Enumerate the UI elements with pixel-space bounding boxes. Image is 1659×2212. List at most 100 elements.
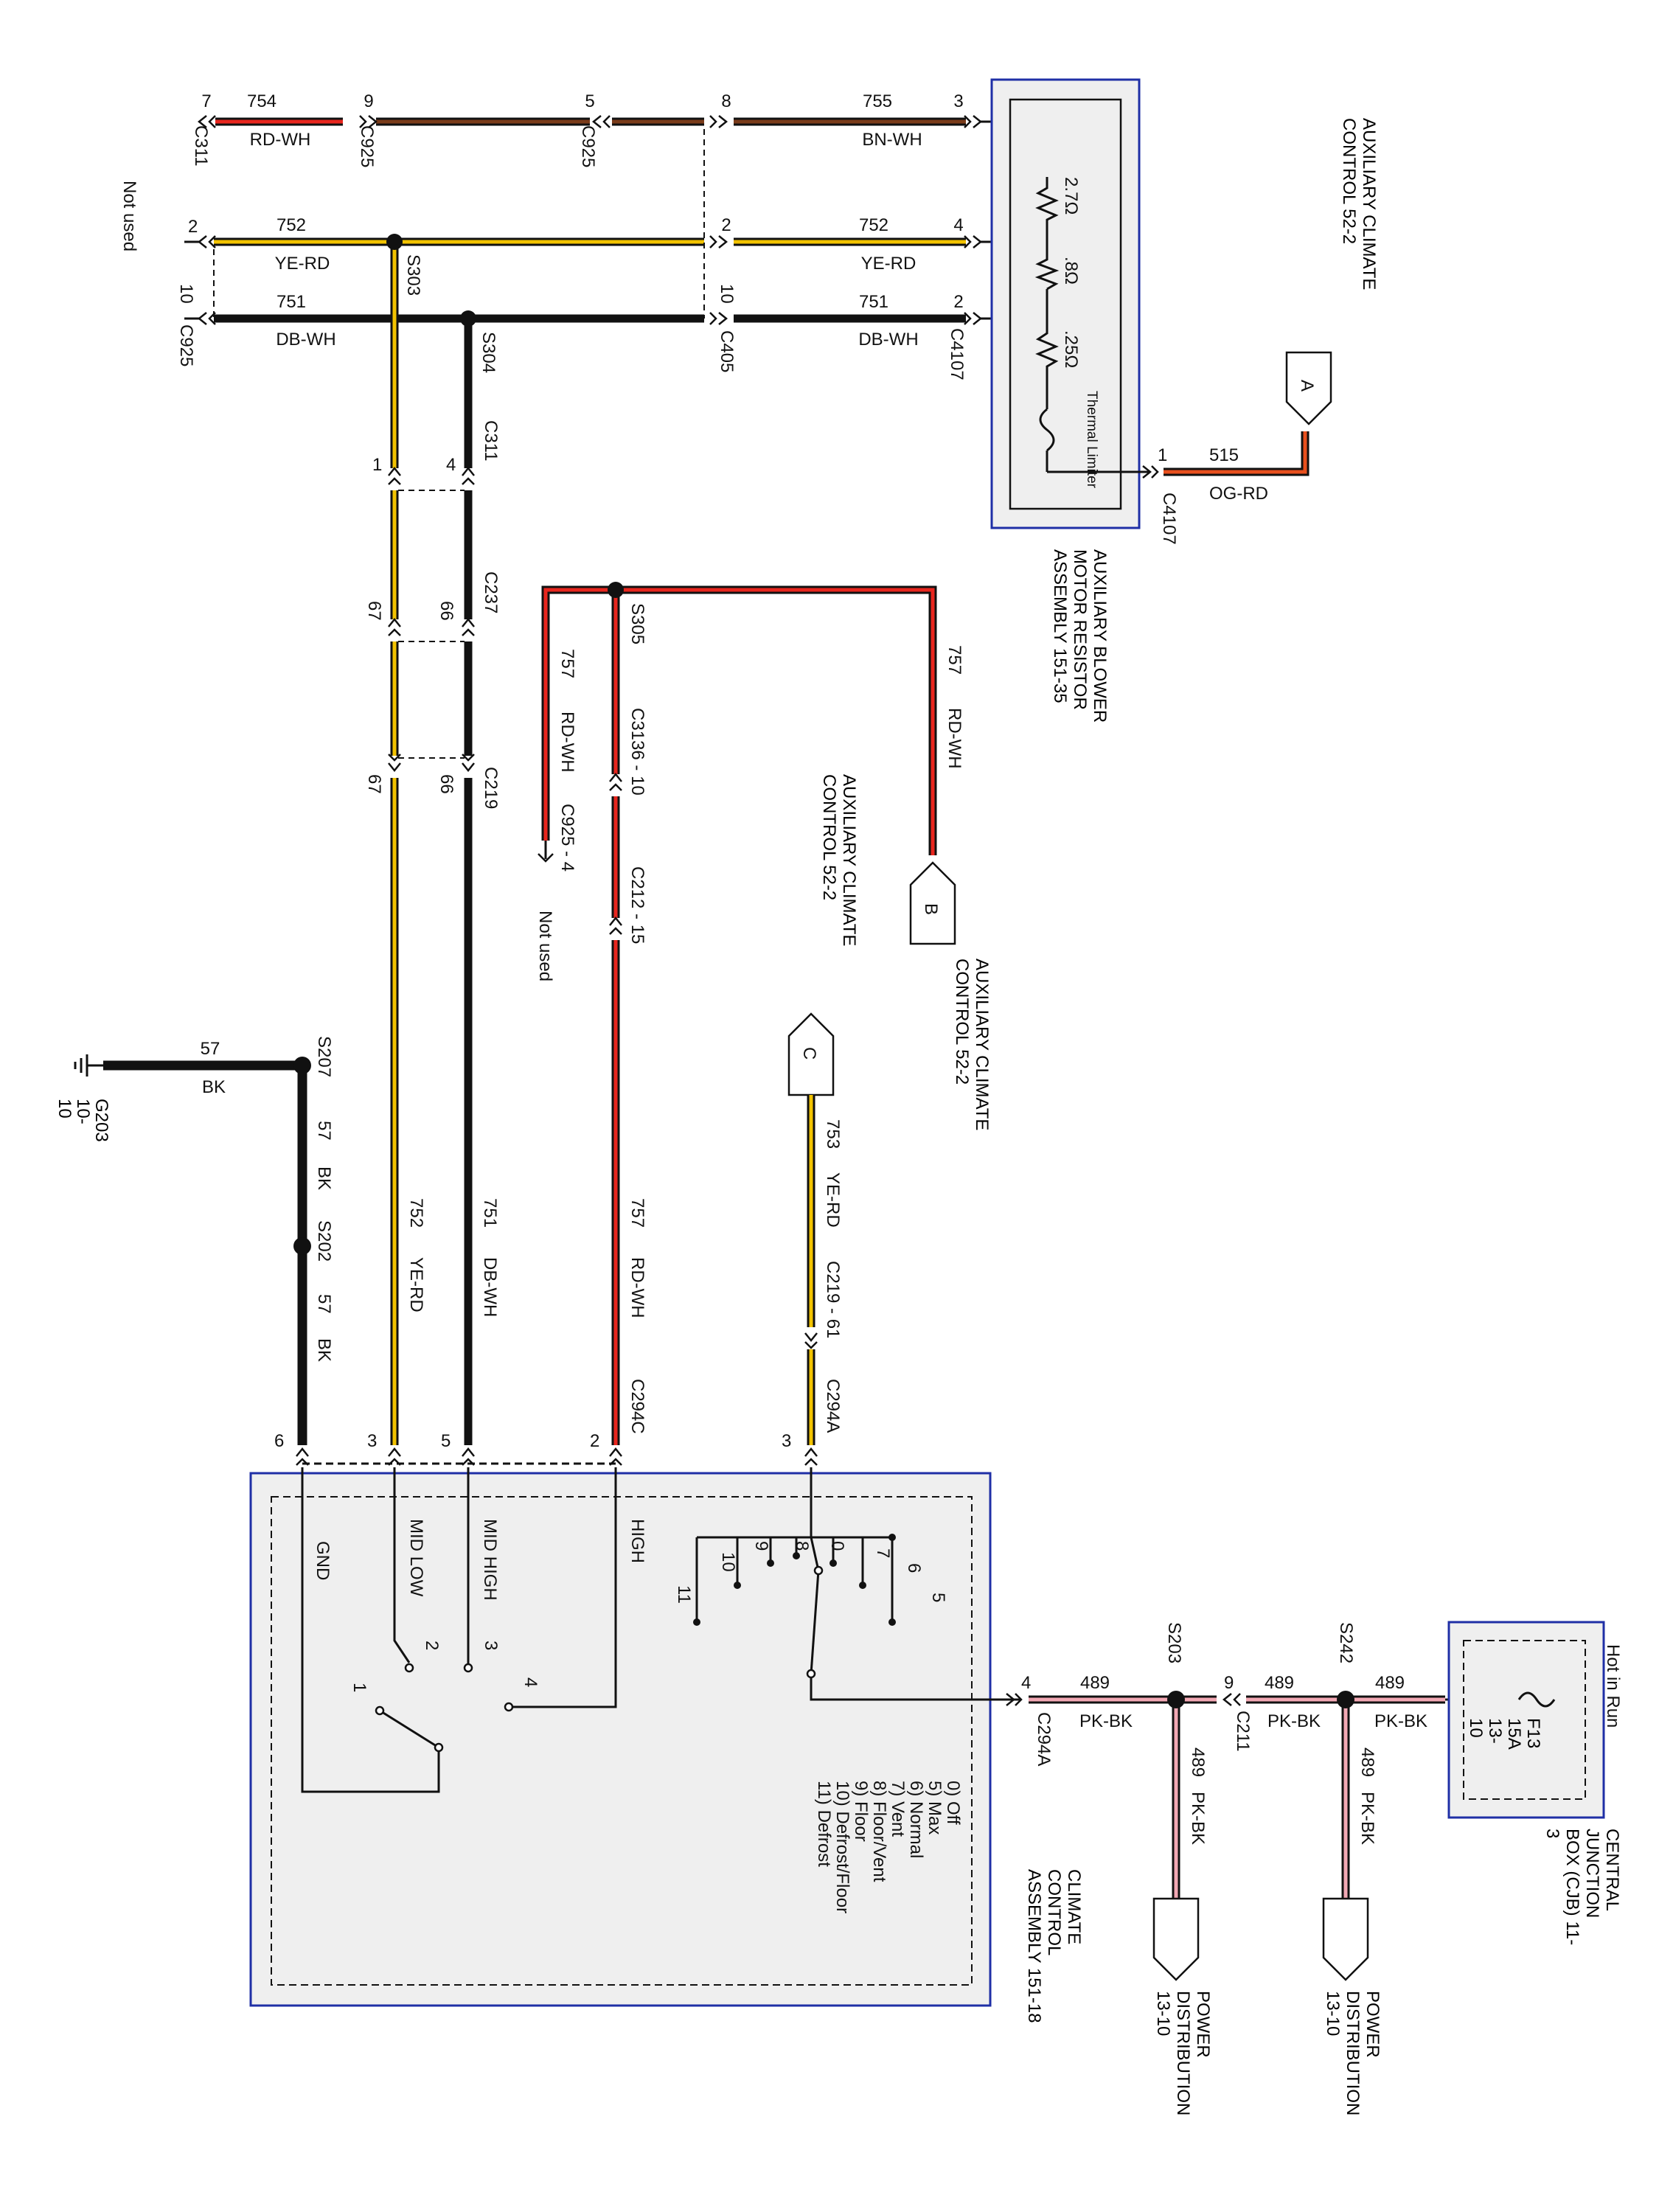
mode-contact (813, 1565, 824, 1576)
c237-pin67: 67 (364, 601, 384, 621)
aux-climate-b-title: AUXILIARY CLIMATE CONTROL 52-2 (952, 959, 992, 1131)
resistor-network (1034, 177, 1150, 473)
c219-pin67: 67 (364, 774, 384, 794)
w753: 753 (823, 1119, 843, 1149)
s203-label: S203 (1164, 1622, 1184, 1663)
w755: 755 (863, 91, 892, 111)
w489e: 489 (1357, 1747, 1377, 1777)
mode-11: 11 (674, 1585, 694, 1604)
c4107-pin4: 4 (953, 215, 963, 235)
s304-label: S304 (479, 332, 498, 373)
pin-2b: 2 (721, 215, 731, 235)
w57-color: BK (202, 1077, 226, 1097)
wire-757 (541, 585, 937, 1445)
w751b: 751 (859, 292, 888, 312)
c925-label: C925 (357, 125, 377, 167)
c925b-label: C925 (578, 125, 598, 167)
c311-mid-label: C311 (481, 420, 501, 462)
gnd-label: GND (313, 1541, 333, 1580)
w57b-color: BK (314, 1166, 334, 1190)
c211-label: C211 (1233, 1711, 1253, 1752)
w753-color: YE-RD (823, 1172, 843, 1228)
c3136-label: C3136 - 10 (627, 708, 647, 796)
ref-a: A (1297, 380, 1317, 392)
c405-pin: 8 (721, 91, 731, 111)
switch-contact-1 (375, 1705, 385, 1716)
c294a-power-label: C294A (1034, 1712, 1054, 1766)
mode-8: 8 (792, 1541, 812, 1551)
resistor-assembly-box (990, 78, 1141, 529)
switch-contact-2 (404, 1663, 414, 1673)
fuse-symbol (1517, 1691, 1556, 1708)
w515: 515 (1209, 445, 1239, 465)
mid-high-label: MID HIGH (480, 1519, 500, 1601)
not-used-label: Not used (119, 181, 139, 251)
w757a: 757 (557, 649, 577, 678)
w752-vert: 752 (406, 1198, 426, 1228)
w752b-color: YE-RD (861, 254, 917, 274)
c311-pin1: 1 (372, 455, 382, 475)
mode-list-1: 5) Max (925, 1781, 945, 1834)
c4107-label: C4107 (1159, 493, 1179, 545)
c294c-label: C294C (627, 1379, 647, 1434)
w489d: 489 (1188, 1747, 1208, 1777)
ground-symbol (74, 1054, 103, 1077)
pin-10a: 10 (176, 284, 196, 304)
climate-control-title: CLIMATE CONTROL ASSEMBLY 151-18 (1024, 1869, 1084, 2023)
s202-label: S202 (314, 1220, 334, 1262)
r1-label: 2.7Ω (1061, 177, 1081, 215)
s305-label: S305 (627, 603, 647, 644)
ref-b: B (921, 903, 941, 915)
hot-in-run-label: Hot in Run (1603, 1644, 1623, 1728)
w757b: 757 (945, 645, 964, 675)
sw4: 4 (521, 1677, 540, 1687)
w489c-color: PK-BK (1374, 1711, 1427, 1731)
w757c: 757 (627, 1198, 647, 1228)
switch-contact-3 (463, 1663, 473, 1673)
c294a-top-label: C294A (823, 1379, 843, 1433)
mode-list-4: 8) Floor/Vent (869, 1781, 889, 1882)
w752a: 752 (276, 215, 306, 235)
g203-label: G203 10-10 (55, 1099, 111, 1142)
w751a: 751 (276, 292, 306, 312)
w489a: 489 (1080, 1673, 1110, 1693)
splice-s303 (386, 234, 403, 250)
w757c-color: RD-WH (627, 1257, 647, 1318)
mode-list: 0) Off 5) Max 6) Normal 7) Vent 8) Floor… (814, 1781, 963, 1913)
power-distribution-flag-1 (1152, 1897, 1200, 1981)
ref-c: C (799, 1047, 819, 1060)
aux-climate-a-title: AUXILIARY CLIMATE CONTROL 52-2 (1339, 118, 1379, 291)
pin2: 2 (590, 1431, 599, 1451)
r3-label: .25Ω (1061, 330, 1081, 368)
climate-internal-wiring (301, 1467, 1021, 1793)
thermal-limiter-label: Thermal Limiter (1084, 391, 1099, 489)
mode-9: 9 (751, 1541, 771, 1551)
resistor-pin1: 1 (1158, 445, 1167, 465)
w752-vert-color: YE-RD (406, 1257, 426, 1312)
c925-pin: 9 (364, 91, 373, 111)
w57: 57 (201, 1039, 220, 1059)
w751-vert-color: DB-WH (480, 1257, 500, 1317)
w752b: 752 (859, 215, 888, 235)
c311-label: C311 (191, 125, 211, 167)
w754: 754 (247, 91, 276, 111)
power-distribution-2: POWER DISTRIBUTION 13-10 (1323, 1991, 1382, 2116)
c237-label: C237 (481, 571, 501, 613)
w751a-color: DB-WH (276, 330, 335, 349)
w515-color: OG-RD (1209, 484, 1268, 504)
wire-515 (1164, 431, 1310, 476)
mode-pivot (806, 1669, 816, 1679)
mode-list-3: 7) Vent (888, 1781, 908, 1837)
w489e-color: PK-BK (1357, 1792, 1377, 1845)
w57c: 57 (314, 1294, 334, 1314)
splice-s304 (460, 310, 476, 327)
power-distribution-flag-2 (1322, 1897, 1369, 1981)
mode-bus (695, 1536, 894, 1622)
w755-color: BN-WH (862, 130, 922, 150)
mode-list-2: 6) Normal (906, 1781, 926, 1858)
w752a-color: YE-RD (275, 254, 330, 274)
w489a-color: PK-BK (1079, 1711, 1133, 1731)
mode-list-0: 0) Off (943, 1781, 963, 1825)
wire-57 (103, 1060, 307, 1445)
